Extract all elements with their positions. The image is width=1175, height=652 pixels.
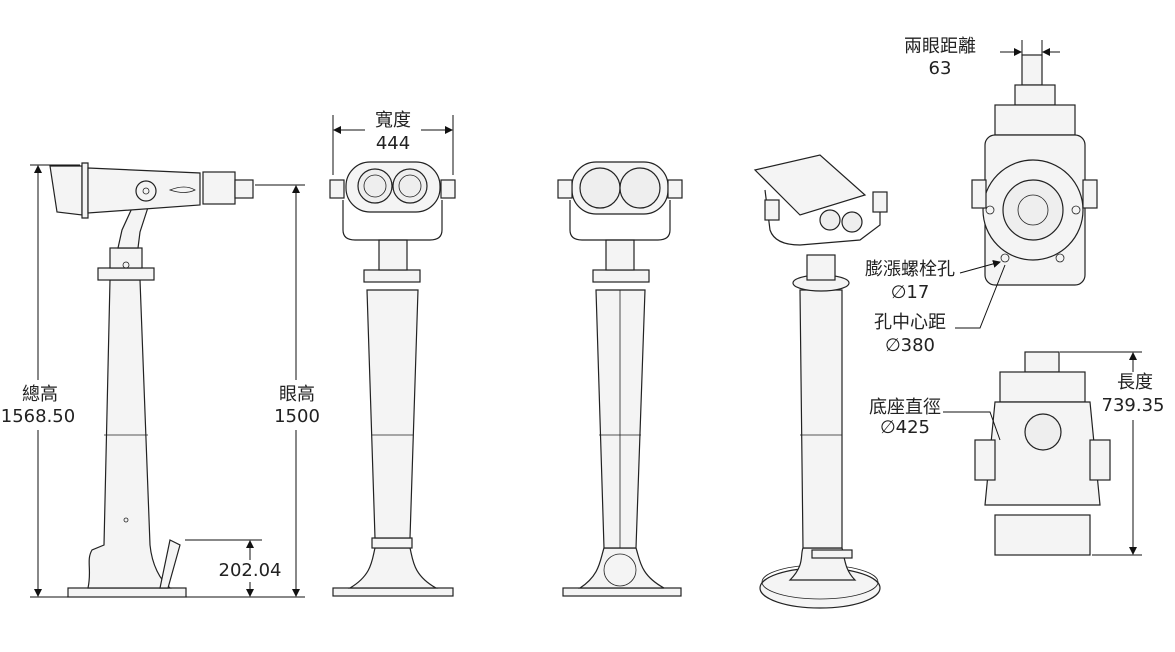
- base-diameter-value: ∅425: [880, 417, 930, 438]
- base-diameter-label: 底座直徑: [869, 397, 941, 418]
- hole-center-label: 孔中心距: [874, 312, 946, 333]
- top-view: 兩眼距離 63 膨漲螺栓孔 ∅17 孔中心距 ∅380: [865, 36, 1098, 356]
- front-coin-slot: [371, 537, 413, 549]
- total-height-value: 1568.50: [1, 406, 75, 427]
- isometric-view: [753, 154, 888, 609]
- side-view: 總高 1568.50 眼高 1500 202.04: [1, 162, 320, 598]
- total-height-label: 總高: [22, 384, 58, 405]
- front-view: 寬度 444: [329, 110, 456, 597]
- bolt-hole: [1000, 253, 1010, 263]
- side-base-plate: [67, 587, 187, 598]
- back-column: [595, 289, 646, 549]
- length-view: 底座直徑 ∅425 長度 739.35: [869, 351, 1165, 556]
- bolt-hole-label: 膨漲螺栓孔: [865, 259, 955, 280]
- width-label: 寬度: [375, 110, 411, 131]
- iso-column: [799, 289, 843, 549]
- iso-telescope-body: [753, 154, 867, 216]
- front-column: [366, 289, 419, 539]
- side-column: [87, 279, 172, 589]
- base-height-value: 202.04: [219, 560, 282, 581]
- length-label: 長度: [1117, 372, 1153, 393]
- back-view: [557, 161, 683, 597]
- eye-height-label: 眼高: [279, 384, 315, 405]
- eye-height-value: 1500: [274, 406, 320, 427]
- hole-center-value: ∅380: [885, 335, 935, 356]
- width-value: 444: [376, 133, 410, 154]
- bolt-hole-value: ∅17: [891, 282, 930, 303]
- side-eyepiece: [234, 179, 254, 199]
- eye-distance-label: 兩眼距離: [904, 36, 976, 57]
- eye-distance-value: 63: [929, 58, 952, 79]
- length-value: 739.35: [1102, 395, 1165, 416]
